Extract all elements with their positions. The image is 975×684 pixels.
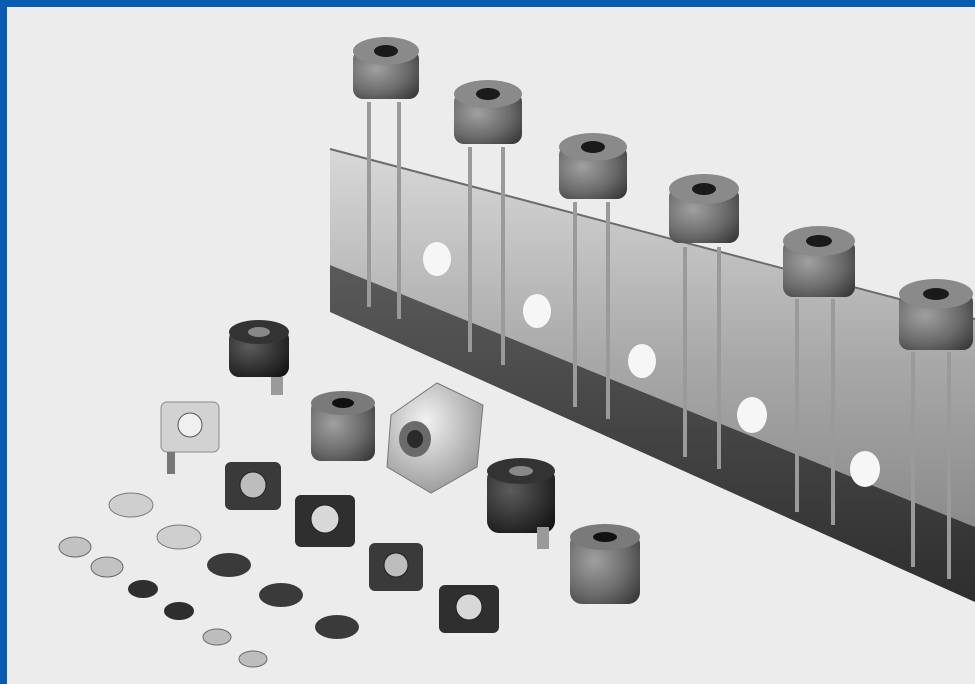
square-trimmer [225,462,281,510]
taped-capacitor [559,133,627,419]
taped-capacitor [899,279,973,579]
taped-capacitor [454,80,522,365]
grey-trimmer [570,524,640,604]
metal-trimmer [386,382,484,494]
dark-trimmer [487,458,555,549]
square-trimmer [439,585,499,633]
taped-components [353,37,973,579]
carrier-tape [329,148,975,602]
square-trimmer [160,401,220,474]
grey-trimmer [311,391,375,461]
taped-capacitor [669,174,739,469]
dark-trimmer [229,320,289,395]
product-photo [7,7,975,684]
taped-capacitor [353,37,419,319]
tape-holes [423,242,880,487]
loose-components [58,320,640,668]
taped-capacitor [783,226,855,525]
chip-trimmer [58,492,359,668]
square-trimmer [295,495,355,547]
square-trimmer [369,543,423,591]
